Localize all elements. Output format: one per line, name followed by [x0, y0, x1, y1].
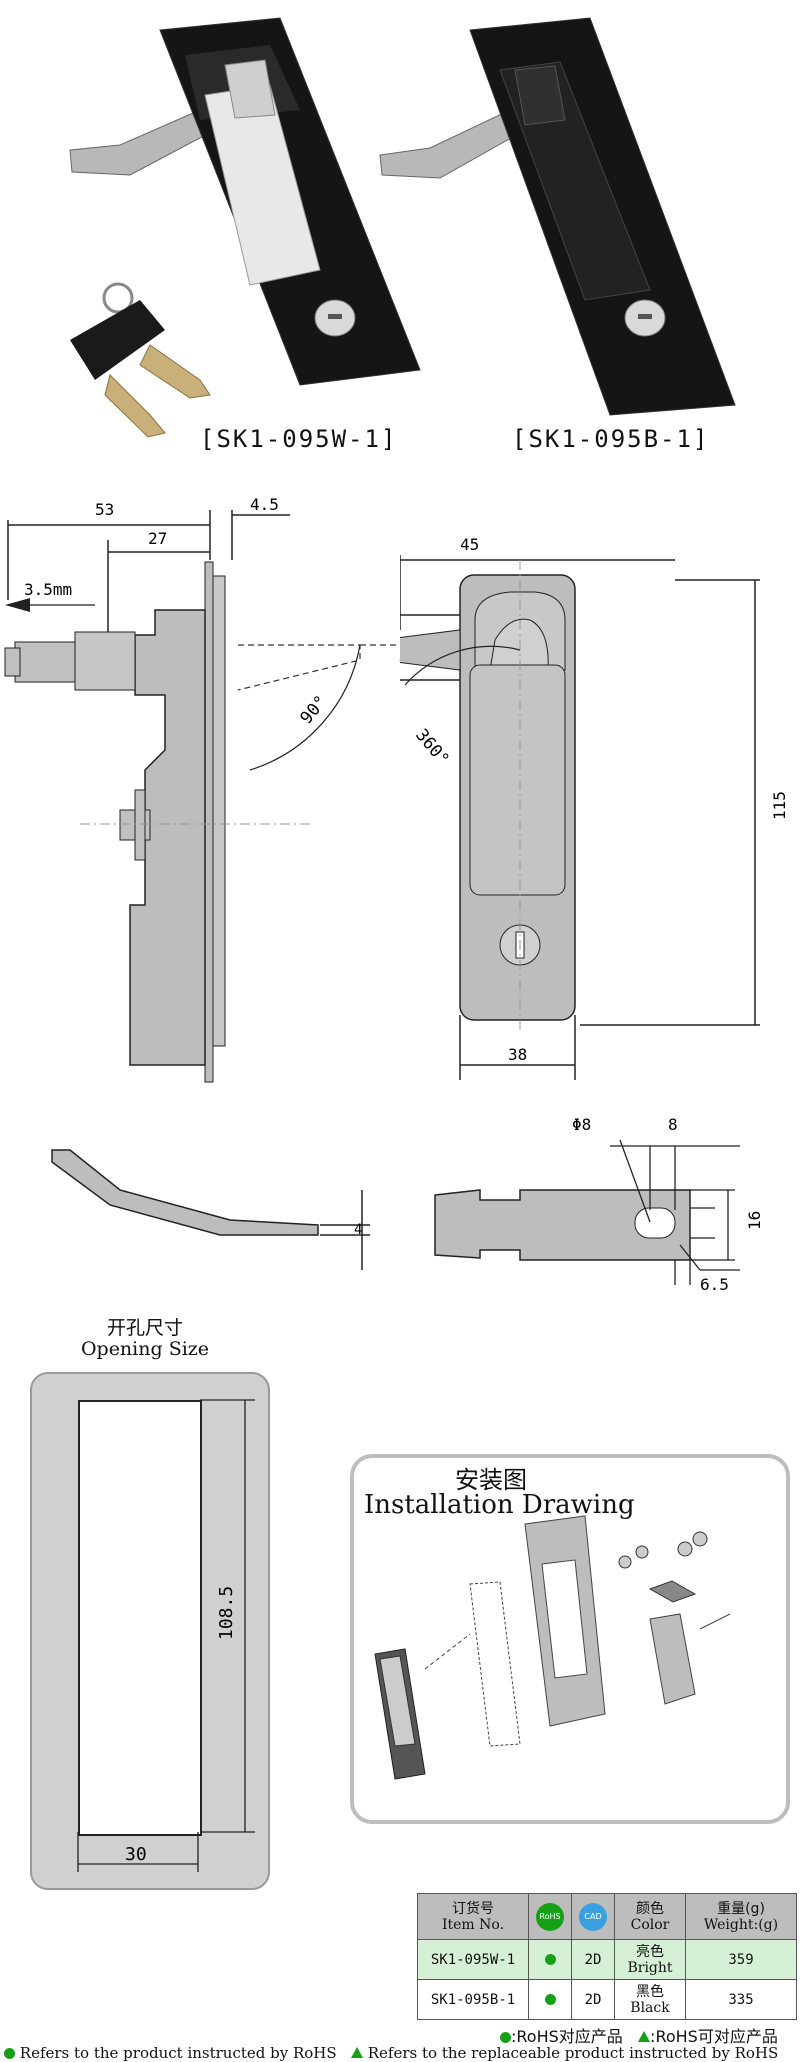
rohs-dot-icon	[500, 2032, 511, 2043]
front-view-drawing: 45 16 360° 115 38	[400, 535, 789, 1080]
legend-rohs-cn: :RoHS对应产品	[511, 2027, 623, 2046]
row2-item: SK1-095B-1	[417, 1979, 529, 2020]
dim-3-5mm: 3.5mm	[24, 580, 72, 599]
opening-title-cn: 开孔尺寸	[106, 1317, 183, 1339]
row2-color-en: Black	[630, 1999, 670, 2016]
legend-rohs-en: Refers to the product instructed by RoHS	[19, 2044, 337, 2062]
dim-16-cam: 16	[745, 1211, 764, 1230]
header-weight-cn: 重量(g)	[717, 1900, 765, 1917]
opening-height: 108.5	[216, 1586, 237, 1640]
legend-rohs-alt-en: Refers to the replaceable product instru…	[367, 2044, 779, 2062]
header-color-cn: 颜色	[636, 1900, 664, 1917]
opening-width: 30	[125, 1844, 147, 1865]
header-weight-en: Weight:(g)	[703, 1916, 779, 1933]
dim-115: 115	[770, 791, 789, 820]
row1-weight: 359	[685, 1939, 797, 1980]
row2-color-cn: 黑色	[636, 1983, 664, 2000]
rohs-dot-icon	[544, 1953, 556, 1965]
rohs-dot-icon	[4, 2048, 15, 2059]
latch-white-photo	[69, 17, 421, 386]
dim-45: 45	[460, 535, 479, 554]
dim-4: 4	[354, 1222, 362, 1238]
row1-item: SK1-095W-1	[417, 1939, 529, 1980]
dim-phi8: Φ8	[572, 1115, 591, 1134]
cam-details: 4 Φ8 8 16 6.5	[51, 1115, 764, 1294]
dim-38: 38	[508, 1045, 527, 1064]
rohs-triangle-icon	[350, 2047, 363, 2058]
latch-black-photo	[379, 17, 736, 416]
opening-cutout	[78, 1400, 202, 1836]
legend-en: Refers to the product instructed by RoHS…	[4, 2044, 778, 2062]
installation-title-en: Installation Drawing	[364, 1490, 635, 1520]
opening-title-en: Opening Size	[80, 1338, 210, 1360]
dim-6-5: 6.5	[700, 1275, 729, 1294]
rohs-triangle-icon	[638, 2031, 651, 2042]
row1-color-cn: 亮色	[636, 1943, 664, 1960]
dim-4-5: 4.5	[250, 495, 279, 514]
dim-90deg: 90°	[297, 692, 332, 728]
installation-title-cn: 安装图	[455, 1466, 527, 1494]
header-color-en: Color	[630, 1916, 670, 1933]
header-item-en: Item No.	[441, 1916, 505, 1933]
product-photos	[69, 17, 736, 438]
rohs-dot-icon	[544, 1993, 556, 2005]
installation-illustration	[374, 1515, 731, 1780]
row2-weight: 335	[685, 1979, 797, 2020]
legend-cn: :RoHS对应产品 :RoHS可对应产品	[500, 2023, 778, 2047]
dim-360deg: 360°	[411, 725, 453, 769]
cad-icon: CAD	[579, 1902, 607, 1931]
side-view-drawing: 53 27 4.5 3.5mm 90°	[4, 495, 400, 1083]
key-photo	[70, 282, 211, 438]
panel-plate	[204, 561, 214, 1083]
caption-black: [SK1-095B-1]	[512, 425, 710, 453]
opening-dims: 108.5 30	[77, 1399, 255, 1872]
dim-27: 27	[148, 529, 167, 548]
row1-cad: 2D	[571, 1939, 615, 1980]
row2-cad: 2D	[571, 1979, 615, 2020]
header-item-cn: 订货号	[452, 1900, 494, 1917]
row1-color-en: Bright	[627, 1959, 673, 1976]
caption-white: [SK1-095W-1]	[200, 425, 398, 453]
legend-rohs-alt-cn: :RoHS可对应产品	[650, 2027, 778, 2046]
rohs-icon: RoHS	[536, 1902, 564, 1931]
dim-8: 8	[668, 1115, 678, 1134]
dim-53: 53	[95, 500, 114, 519]
